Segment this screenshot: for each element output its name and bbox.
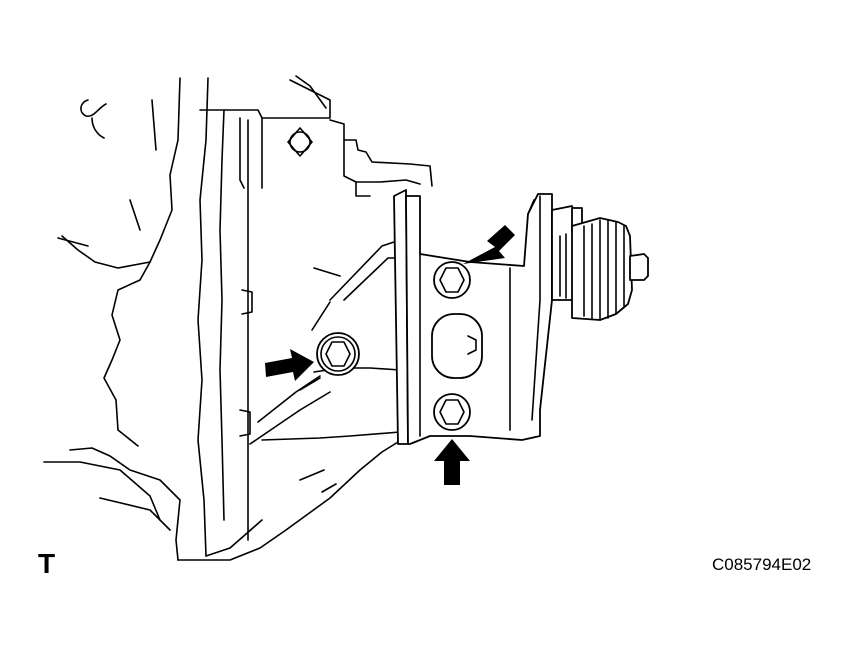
bolt-lower xyxy=(433,393,471,431)
bolt-left xyxy=(316,332,360,376)
arrow-lower-bolt xyxy=(434,439,470,485)
mounting-bracket xyxy=(393,189,553,445)
engine-housing xyxy=(43,75,433,561)
illustration-code: C085794E02 xyxy=(712,555,812,574)
arrow-upper-bolt xyxy=(463,225,515,264)
pulley-assembly xyxy=(551,205,649,321)
bolt-upper xyxy=(433,261,471,299)
callout-arrows xyxy=(265,225,515,485)
arrow-left-bolt xyxy=(265,349,314,381)
view-letter: T xyxy=(38,548,56,579)
